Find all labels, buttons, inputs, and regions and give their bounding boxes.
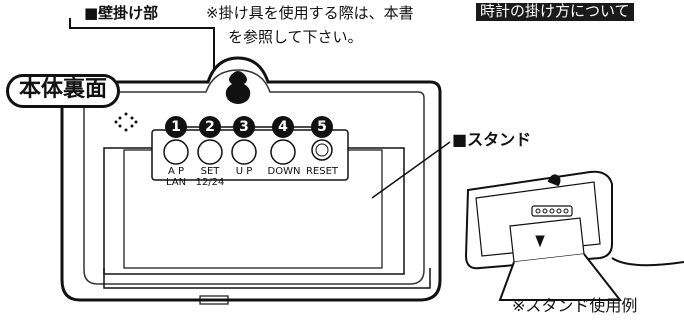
button-3-label: U P bbox=[230, 166, 258, 177]
stand-example-caption: ※スタンド使用例 bbox=[512, 296, 638, 315]
stand-label: ■スタンド bbox=[452, 130, 532, 149]
button-1-label-line1: A P bbox=[167, 166, 185, 177]
button-5-inner bbox=[315, 143, 329, 157]
button-3-label-line1: U P bbox=[235, 166, 253, 177]
button-2-label-line2: 12/24 bbox=[195, 177, 225, 188]
back-side-label: 本体裏面 bbox=[6, 74, 121, 108]
button-1 bbox=[163, 139, 189, 165]
number-marker-1: 1 bbox=[165, 116, 187, 138]
number-marker-5: 5 bbox=[311, 116, 333, 138]
number-marker-4: 4 bbox=[272, 116, 294, 138]
number-marker-3: 3 bbox=[233, 116, 255, 138]
stand-bottom-edge bbox=[103, 268, 431, 289]
stand-leader-line bbox=[371, 141, 451, 199]
stand-example-illustration bbox=[464, 170, 623, 301]
number-marker-2: 2 bbox=[199, 116, 221, 138]
button-2-label-line1: SET bbox=[200, 166, 220, 177]
button-5-label-line1: RESET bbox=[305, 166, 339, 177]
wall-mount-hole bbox=[225, 71, 251, 104]
wall-mount-note-continued: を参照して下さい。 bbox=[228, 28, 363, 46]
button-1-label: A P LAN bbox=[160, 166, 192, 188]
button-1-label-line2: LAN bbox=[165, 177, 187, 188]
button-4-label-line1: DOWN bbox=[267, 166, 301, 177]
button-4-label: DOWN bbox=[264, 166, 304, 177]
button-5-label: RESET bbox=[302, 166, 342, 177]
stand-tab bbox=[199, 295, 229, 305]
wall-mount-note-highlight: 時計の掛け方について bbox=[476, 3, 634, 21]
button-2-label: SET 12/24 bbox=[192, 166, 228, 188]
sensor-dots-icon bbox=[114, 112, 138, 132]
cable bbox=[611, 257, 684, 267]
wall-mount-note: ※掛け具を使用する際は、本書 bbox=[206, 4, 414, 22]
button-3 bbox=[231, 139, 257, 165]
clock-body-inner-border bbox=[83, 69, 425, 285]
button-2 bbox=[197, 139, 223, 165]
button-4 bbox=[270, 139, 296, 165]
wall-mount-label: ■壁掛け部 bbox=[84, 4, 159, 22]
